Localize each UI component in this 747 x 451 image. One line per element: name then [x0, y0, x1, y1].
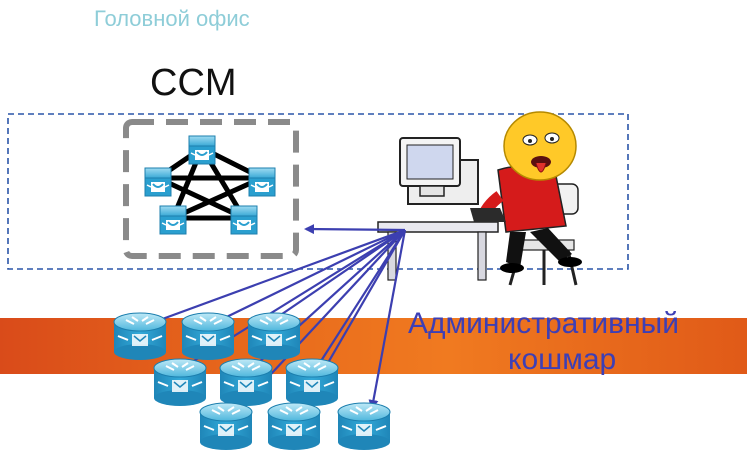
router-icon: [113, 312, 167, 361]
router-icon: [285, 358, 339, 407]
office-boundary: [7, 113, 629, 270]
ip-phone-icon: [248, 167, 276, 197]
ip-phone-icon: [230, 205, 258, 235]
ccm-label: CCM: [150, 62, 237, 104]
router-icon: [337, 402, 391, 451]
ip-phone-icon: [159, 205, 187, 235]
ip-phone-icon: [144, 167, 172, 197]
router-icon: [219, 358, 273, 407]
ip-phone-icon: [188, 135, 216, 165]
router-icon: [247, 312, 301, 361]
caption-line-2: кошмар: [508, 343, 617, 376]
router-icon: [199, 402, 253, 451]
ccm-cluster-box: [123, 119, 299, 259]
router-icon: [153, 358, 207, 407]
router-icon: [181, 312, 235, 361]
administrator-icon: [377, 111, 582, 286]
caption-line-1: Административный: [408, 307, 679, 340]
router-icon: [267, 402, 321, 451]
head-office-label: Головной офис: [94, 6, 250, 31]
